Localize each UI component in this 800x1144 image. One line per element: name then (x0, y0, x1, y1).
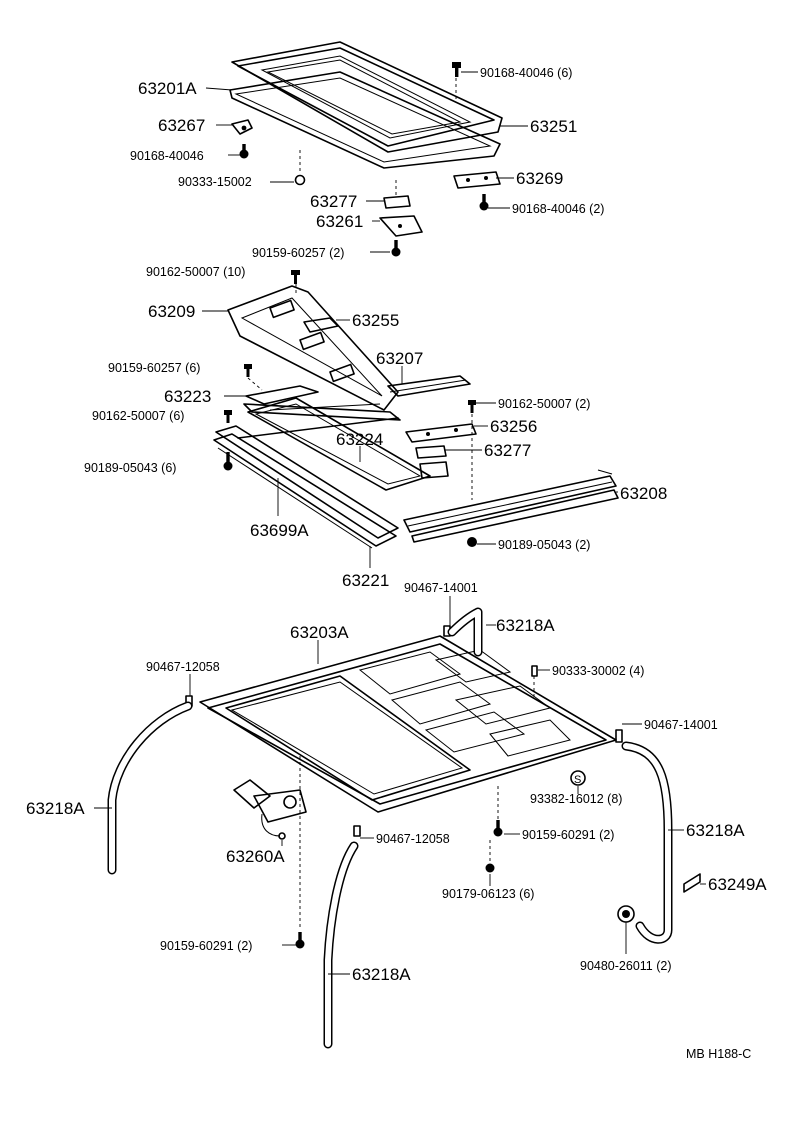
label-63255: 63255 (352, 311, 399, 330)
label-90162-50007-6: 90162-50007 (6) (92, 409, 184, 423)
label-90467-14001-top: 90467-14001 (404, 581, 478, 595)
bolt-90159-60291-2-low[interactable] (295, 932, 305, 949)
nut-90189-05043-2[interactable] (467, 537, 477, 547)
label-63260A: 63260A (226, 847, 285, 866)
label-90179-06123-6: 90179-06123 (6) (442, 887, 534, 901)
label-63256: 63256 (490, 417, 537, 436)
clip-63267[interactable] (231, 119, 253, 135)
weatherstrip-63201A[interactable] (229, 71, 501, 169)
label-63261: 63261 (316, 212, 363, 231)
housing-63203A[interactable] (199, 635, 617, 813)
label-63223: 63223 (164, 387, 211, 406)
label-90162-50007-10: 90162-50007 (10) (146, 265, 245, 279)
label-63249A: 63249A (708, 875, 767, 894)
label-63277-mid: 63277 (484, 441, 531, 460)
clip-90467-14001-right[interactable] (615, 729, 623, 743)
label-90333-15002: 90333-15002 (178, 175, 252, 189)
label-90159-60257-2: 90159-60257 (2) (252, 246, 344, 260)
drain-hose-63218A-bottom[interactable] (323, 841, 359, 1049)
bracket-63256[interactable] (405, 423, 477, 443)
label-90159-60291-2-mid: 90159-60291 (2) (522, 828, 614, 842)
slider-block[interactable] (419, 461, 449, 479)
plate-63255[interactable] (303, 317, 339, 333)
bolt-90168-40046-2[interactable] (479, 194, 489, 211)
label-90333-30002-4: 90333-30002 (4) (552, 664, 644, 678)
label-90467-14001-right: 90467-14001 (644, 718, 718, 732)
label-90467-12058-mid: 90467-12058 (376, 832, 450, 846)
label-63267: 63267 (158, 116, 205, 135)
leader-lines (94, 71, 706, 975)
bolt-90168-40046-left[interactable] (239, 144, 249, 159)
label-63218A-right: 63218A (686, 821, 745, 840)
label-63201A: 63201A (138, 79, 197, 98)
channel-63223[interactable] (243, 385, 401, 421)
label-63209: 63209 (148, 302, 195, 321)
part-labels: 63201A 90168-40046 (6) 63251 63267 90168… (26, 66, 767, 1061)
bolt-90162-50007-2[interactable] (468, 400, 476, 413)
bolt-90162-50007-6[interactable] (224, 410, 232, 423)
bolt-90162-50007-10[interactable] (291, 270, 300, 284)
label-90168-40046-6: 90168-40046 (6) (480, 66, 572, 80)
label-90168-40046: 90168-40046 (130, 149, 204, 163)
clip-90467-12058-mid[interactable] (353, 825, 361, 837)
label-90467-12058-left: 90467-12058 (146, 660, 220, 674)
label-63221: 63221 (342, 571, 389, 590)
glass-panel-63251[interactable] (231, 41, 503, 153)
nut-90179-06123-6[interactable] (485, 863, 495, 873)
label-63218A-left: 63218A (26, 799, 85, 818)
bolt-90159-60291-2-mid[interactable] (493, 820, 503, 837)
bracket-63269[interactable] (453, 171, 501, 189)
rail-63207[interactable] (387, 375, 471, 397)
diagram-code: MB H188-C (686, 1047, 751, 1061)
seal-63224[interactable] (247, 397, 431, 491)
label-90168-40046-2: 90168-40046 (2) (512, 202, 604, 216)
label-93382-16012-8: 93382-16012 (8) (530, 792, 622, 806)
label-63277-top: 63277 (310, 192, 357, 211)
label-63218A-top: 63218A (496, 616, 555, 635)
label-90480-26011-2: 90480-26011 (2) (580, 959, 672, 973)
label-63207: 63207 (376, 349, 423, 368)
label-90189-05043-2: 90189-05043 (2) (498, 538, 590, 552)
label-63224: 63224 (336, 430, 383, 449)
nut-90333-15002[interactable] (294, 174, 306, 186)
label-90189-05043-6: 90189-05043 (6) (84, 461, 176, 475)
label-90159-60291-2-low: 90159-60291 (2) (160, 939, 252, 953)
label-63251: 63251 (530, 117, 577, 136)
grommet-90480-26011-2[interactable] (617, 905, 635, 923)
nut-90189-05043-6[interactable] (223, 452, 233, 471)
bolt-90168-40046-6[interactable] (452, 62, 461, 77)
label-63218A-bottom: 63218A (352, 965, 411, 984)
frame-bar-63209[interactable] (227, 285, 399, 411)
drain-hose-63218A-left[interactable] (107, 701, 193, 875)
label-90162-50007-2: 90162-50007 (2) (498, 397, 590, 411)
pad-63249A[interactable] (683, 873, 701, 893)
label-63699A: 63699A (250, 521, 309, 540)
label-63203A: 63203A (290, 623, 349, 642)
plate-63277-top[interactable] (383, 195, 411, 209)
label-63208: 63208 (620, 484, 667, 503)
screw-93382-16012-8[interactable]: S (570, 770, 586, 786)
label-63269: 63269 (516, 169, 563, 188)
housing-frame-63699A[interactable] (213, 417, 399, 549)
guide-63261[interactable] (379, 215, 423, 237)
s-marker-label: S (574, 774, 581, 786)
nut-90333-30002-4[interactable] (531, 665, 538, 677)
bolt-90159-60257-2[interactable] (391, 240, 401, 257)
motor-63260A[interactable] (233, 779, 307, 840)
plate-63277-mid[interactable] (415, 445, 447, 459)
bolt-90159-60257-6[interactable] (244, 364, 252, 377)
rail-63208[interactable] (403, 469, 619, 543)
label-90159-60257-6: 90159-60257 (6) (108, 361, 200, 375)
drain-hose-63218A-top[interactable] (447, 607, 483, 657)
